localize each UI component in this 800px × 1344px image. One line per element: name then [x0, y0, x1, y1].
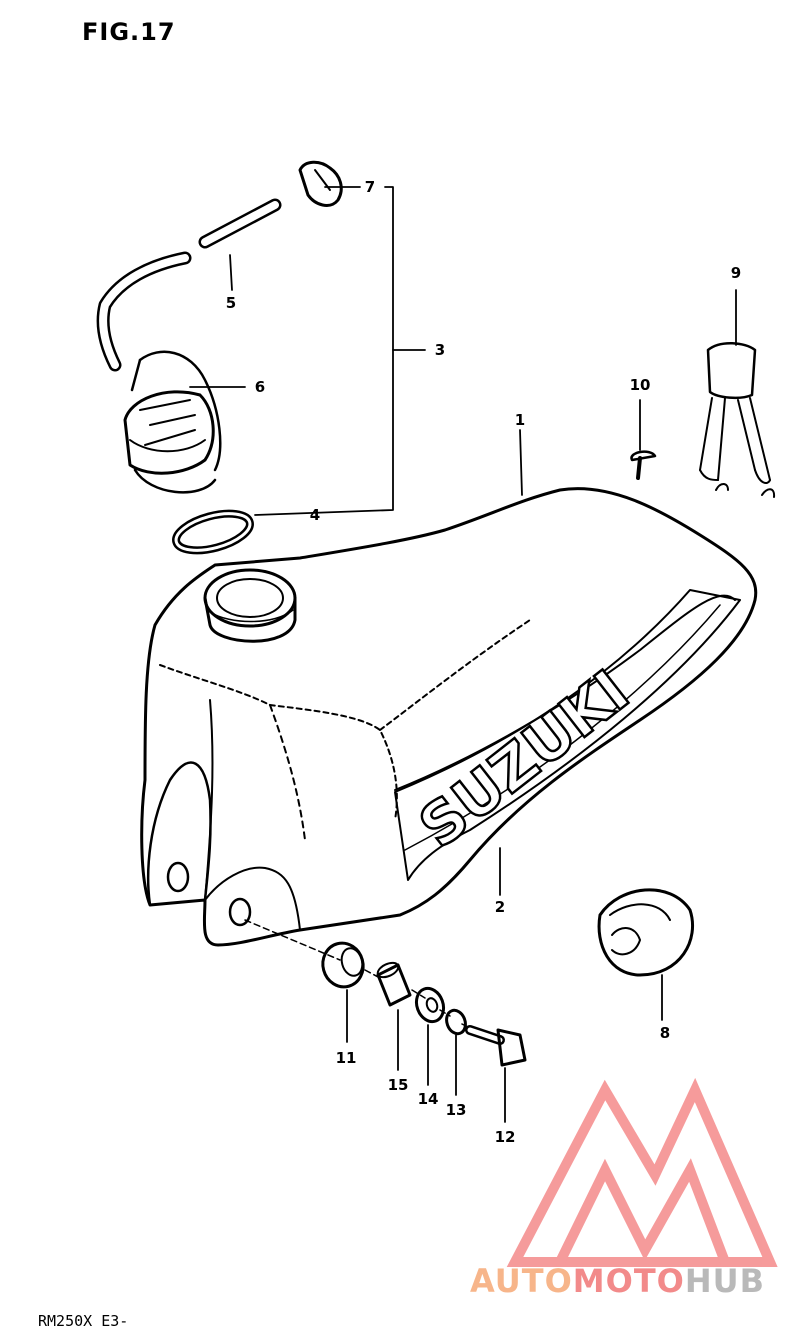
callout-6: 6: [255, 378, 265, 396]
model-code: RM250X E3-: [38, 1312, 129, 1330]
lock-washer: [445, 1008, 467, 1036]
mount-bolt: [465, 1025, 527, 1067]
tank-brand-text: SUZUKI: [407, 657, 642, 861]
cap-gasket: [172, 509, 254, 555]
watermark-logo: AUTOMOTOHUB: [470, 1262, 765, 1300]
washer: [414, 986, 446, 1024]
fuel-cap: [123, 350, 222, 494]
callout-10: 10: [630, 376, 651, 394]
callout-15: 15: [388, 1076, 409, 1094]
callout-9: 9: [731, 264, 741, 282]
figure-title: FIG.17: [82, 18, 176, 46]
collar: [376, 961, 412, 1007]
rubber-strap: [699, 342, 776, 498]
mount-grommet: [321, 941, 365, 989]
fuel-tank: [140, 487, 758, 947]
callout-14: 14: [418, 1090, 439, 1108]
callout-2: 2: [495, 898, 505, 916]
screw: [630, 450, 657, 480]
callout-8: 8: [660, 1024, 670, 1042]
callout-7: 7: [365, 178, 375, 196]
rear-cushion: [597, 888, 695, 977]
callout-13: 13: [446, 1101, 467, 1119]
breather-hose: [96, 198, 282, 372]
watermark-part-moto: MOTO: [572, 1262, 685, 1300]
callout-3: 3: [435, 341, 445, 359]
callout-11: 11: [336, 1049, 357, 1067]
callout-1: 1: [515, 411, 525, 429]
watermark-part-hub: HUB: [684, 1262, 766, 1300]
callout-12: 12: [495, 1128, 516, 1146]
callout-4: 4: [310, 506, 320, 524]
watermark-triangle-icon: [506, 1077, 778, 1267]
watermark-part-auto: AUTO: [470, 1262, 573, 1300]
hose-clip: [298, 160, 343, 207]
callout-5: 5: [226, 294, 236, 312]
